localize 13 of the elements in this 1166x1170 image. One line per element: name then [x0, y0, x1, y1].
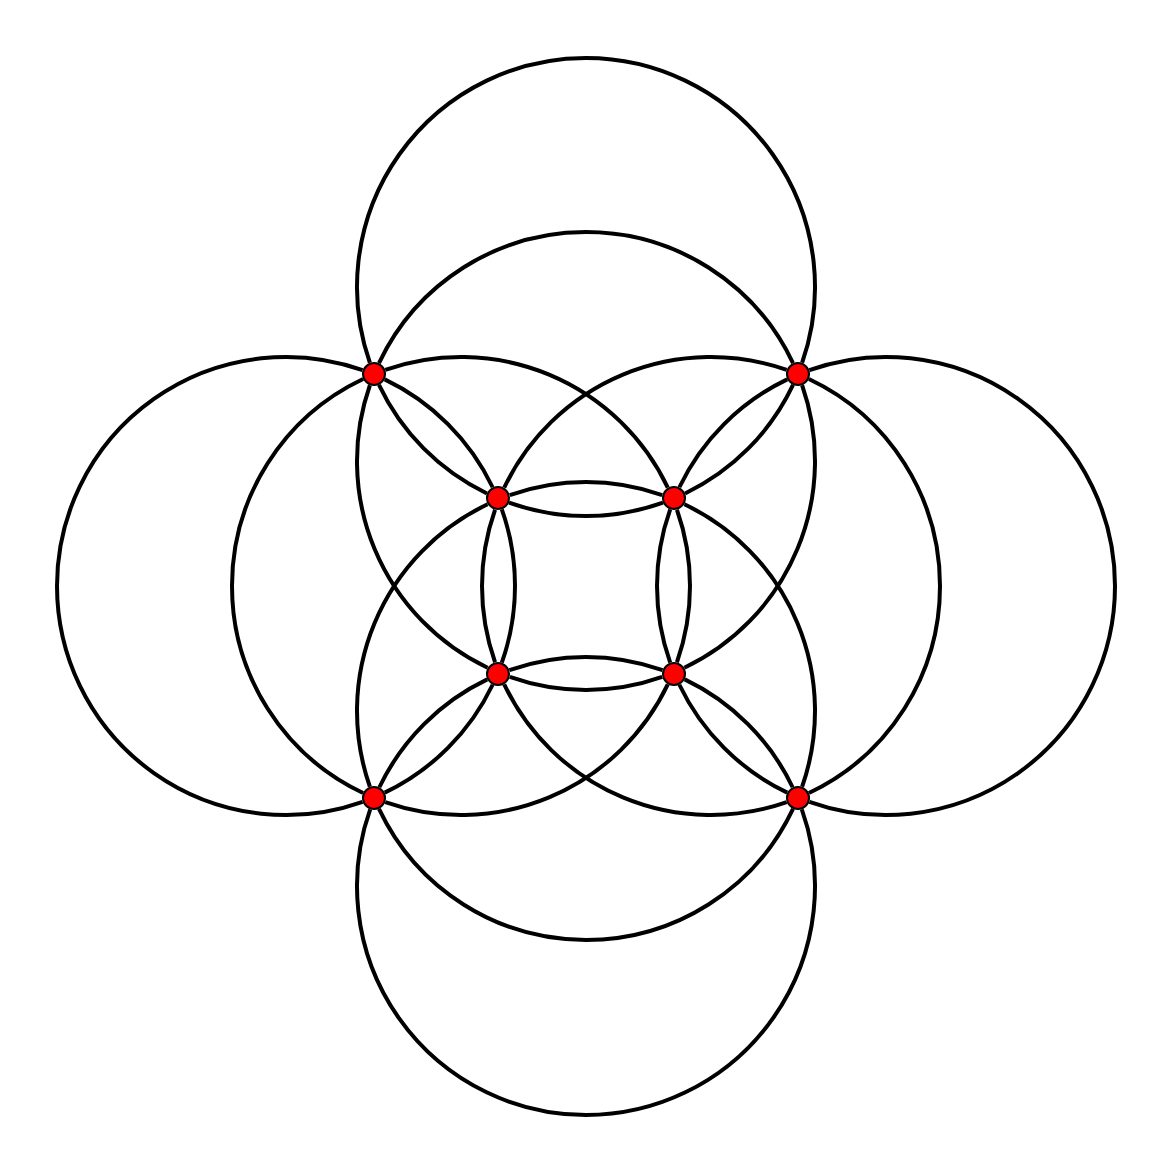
arc-edge — [683, 384, 817, 670]
arc-edge — [683, 502, 817, 788]
arc-edge — [655, 508, 673, 664]
arc-edge — [480, 509, 497, 663]
arc-edge — [509, 675, 663, 692]
arc-edge — [355, 56, 817, 364]
arc-edge — [502, 355, 788, 489]
arc-edge — [355, 808, 817, 1117]
arc-edge — [55, 355, 364, 817]
arc-edge — [499, 508, 517, 664]
arc-edge — [509, 480, 663, 497]
arc-edge — [377, 230, 795, 365]
arc-edge — [675, 509, 692, 663]
